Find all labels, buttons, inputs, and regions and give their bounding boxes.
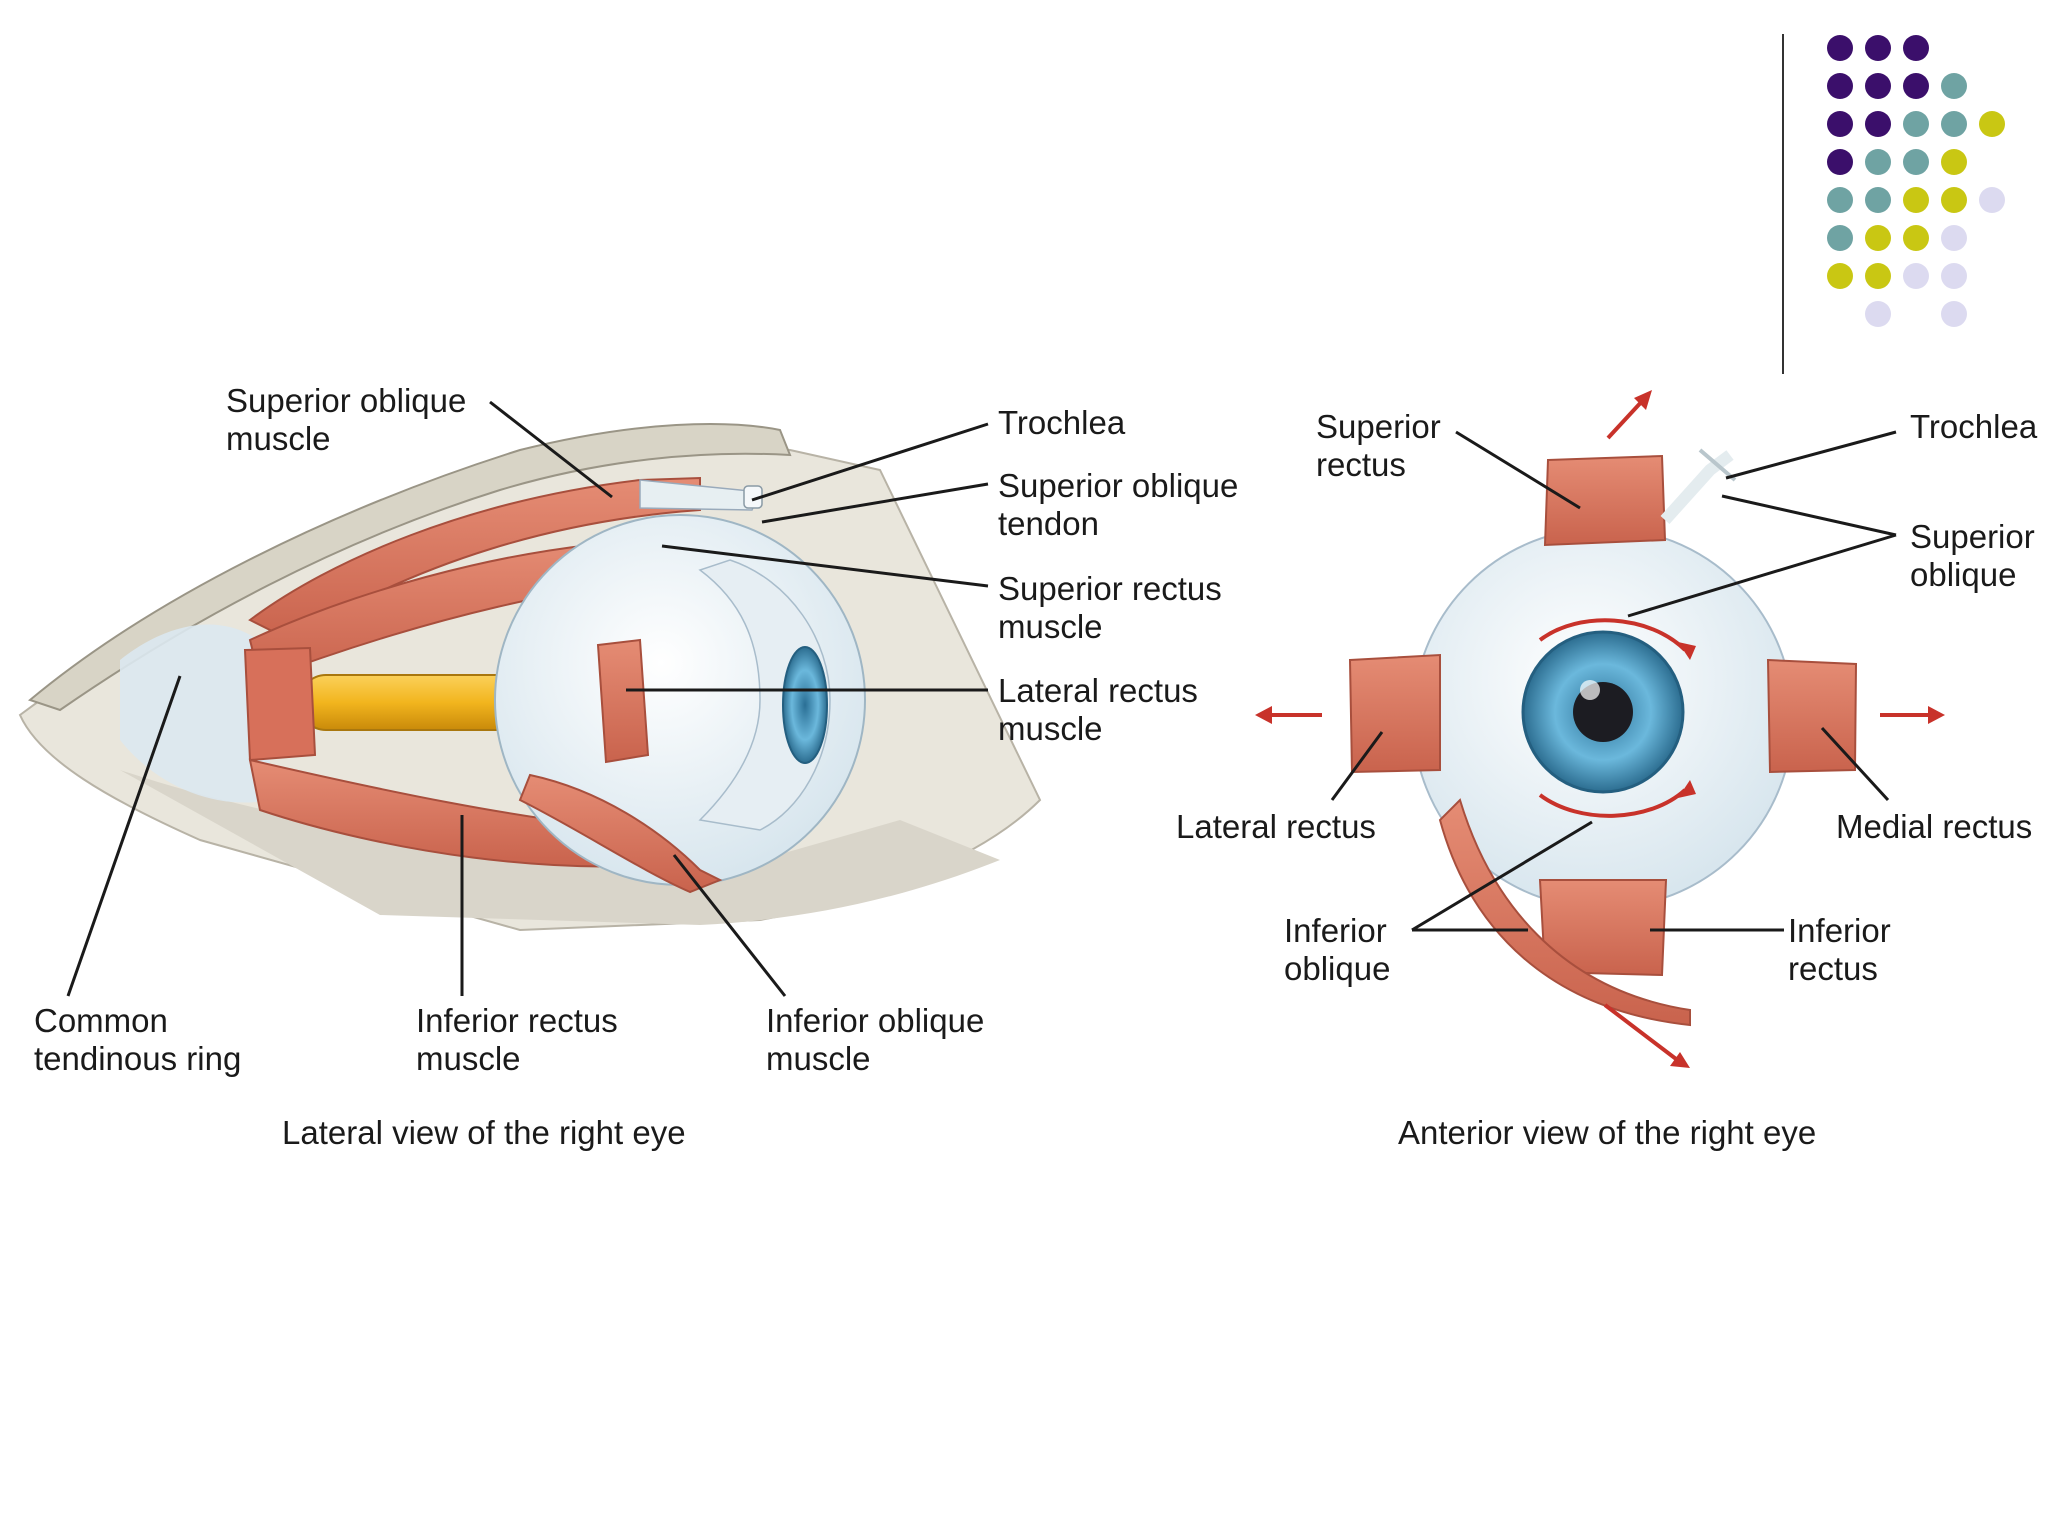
lateral-leader-lines: [66, 400, 989, 997]
label-inferior-rectus-muscle: Inferior rectus muscle: [416, 1002, 618, 1077]
rotation-arrow-bottom: [1538, 788, 1687, 818]
lateral-iris: [782, 646, 828, 764]
decor-dot: [1865, 35, 1891, 61]
label-superior-rectus-muscle: Superior rectus muscle: [998, 570, 1222, 645]
decor-dot: [1865, 149, 1891, 175]
decor-dot: [1827, 225, 1853, 251]
label-common-tendinous-ring: Common tendinous ring: [34, 1002, 242, 1077]
rotation-arrow-top: [1538, 618, 1687, 652]
decor-dot: [1827, 73, 1853, 99]
eyelid-fold: [698, 559, 831, 831]
label-trochlea-lateral: Trochlea: [998, 404, 1126, 441]
anterior-lateral-rectus-shape: [1348, 653, 1441, 774]
common-tendinous-ring-shape: [243, 646, 317, 762]
decor-dot: [1941, 225, 1967, 251]
slide-divider-line: [1782, 34, 1784, 374]
decor-dot: [1903, 35, 1929, 61]
decor-dot: [1827, 111, 1853, 137]
anterior-inferior-oblique-shape: [1438, 798, 1691, 1027]
decor-dot: [1941, 111, 1967, 137]
label-superior-oblique-tendon: Superior oblique tendon: [998, 467, 1239, 542]
decorative-dot-grid: [1827, 35, 2005, 327]
decor-dot: [1827, 187, 1853, 213]
label-lateral-rectus-muscle: Lateral rectus muscle: [998, 672, 1198, 747]
decor-dot: [1865, 263, 1891, 289]
superior-oblique-tendon-shape: [639, 479, 762, 511]
label-inferior-rectus: Inferior rectus: [1788, 912, 1891, 987]
decor-dot: [1903, 187, 1929, 213]
decor-dot: [1865, 301, 1891, 327]
decor-dot: [1979, 111, 2005, 137]
anterior-superior-oblique-tendon-shape: [1660, 450, 1734, 525]
decor-dot: [1941, 301, 1967, 327]
decor-dot: [1903, 111, 1929, 137]
tendinous-ring-membrane: [120, 624, 270, 803]
decor-dot: [1903, 263, 1929, 289]
anterior-superior-rectus-shape: [1543, 454, 1667, 547]
decor-dot: [1941, 149, 1967, 175]
decor-dot: [1941, 187, 1967, 213]
caption-lateral-view: Lateral view of the right eye: [282, 1114, 686, 1151]
decor-dot: [1865, 73, 1891, 99]
lateral-rectus-muscle-shape: [596, 638, 650, 764]
decor-dot: [1827, 35, 1853, 61]
decor-dot: [1865, 111, 1891, 137]
decor-dot: [1865, 187, 1891, 213]
decor-dot: [1979, 187, 2005, 213]
label-superior-oblique-muscle: Superior oblique muscle: [226, 382, 467, 457]
decor-dot: [1903, 73, 1929, 99]
label-trochlea-anterior: Trochlea: [1910, 408, 2038, 445]
decor-dot: [1941, 73, 1967, 99]
label-inferior-oblique-muscle: Inferior oblique muscle: [766, 1002, 985, 1077]
decor-dot: [1827, 263, 1853, 289]
orbit-floor-shadow: [120, 770, 1000, 925]
direction-arrows: [1265, 396, 1935, 1064]
label-superior-rectus: Superior rectus: [1316, 408, 1441, 483]
label-lateral-rectus: Lateral rectus: [1176, 808, 1376, 845]
decor-dot: [1903, 225, 1929, 251]
anterior-medial-rectus-shape: [1766, 658, 1858, 774]
label-inferior-oblique: Inferior oblique: [1284, 912, 1391, 987]
decor-dot: [1941, 263, 1967, 289]
caption-anterior-view: Anterior view of the right eye: [1398, 1114, 1817, 1151]
anterior-leader-lines: [1330, 430, 1897, 932]
decor-dot: [1865, 225, 1891, 251]
orbit-roof-bone: [27, 423, 792, 712]
inferior-oblique-muscle-shape: [518, 773, 723, 894]
label-medial-rectus: Medial rectus: [1836, 808, 2033, 845]
label-superior-oblique: Superior oblique: [1910, 518, 2035, 593]
decor-dot: [1903, 149, 1929, 175]
decor-dot: [1827, 149, 1853, 175]
anterior-eye-illustration: [1255, 390, 1945, 1068]
